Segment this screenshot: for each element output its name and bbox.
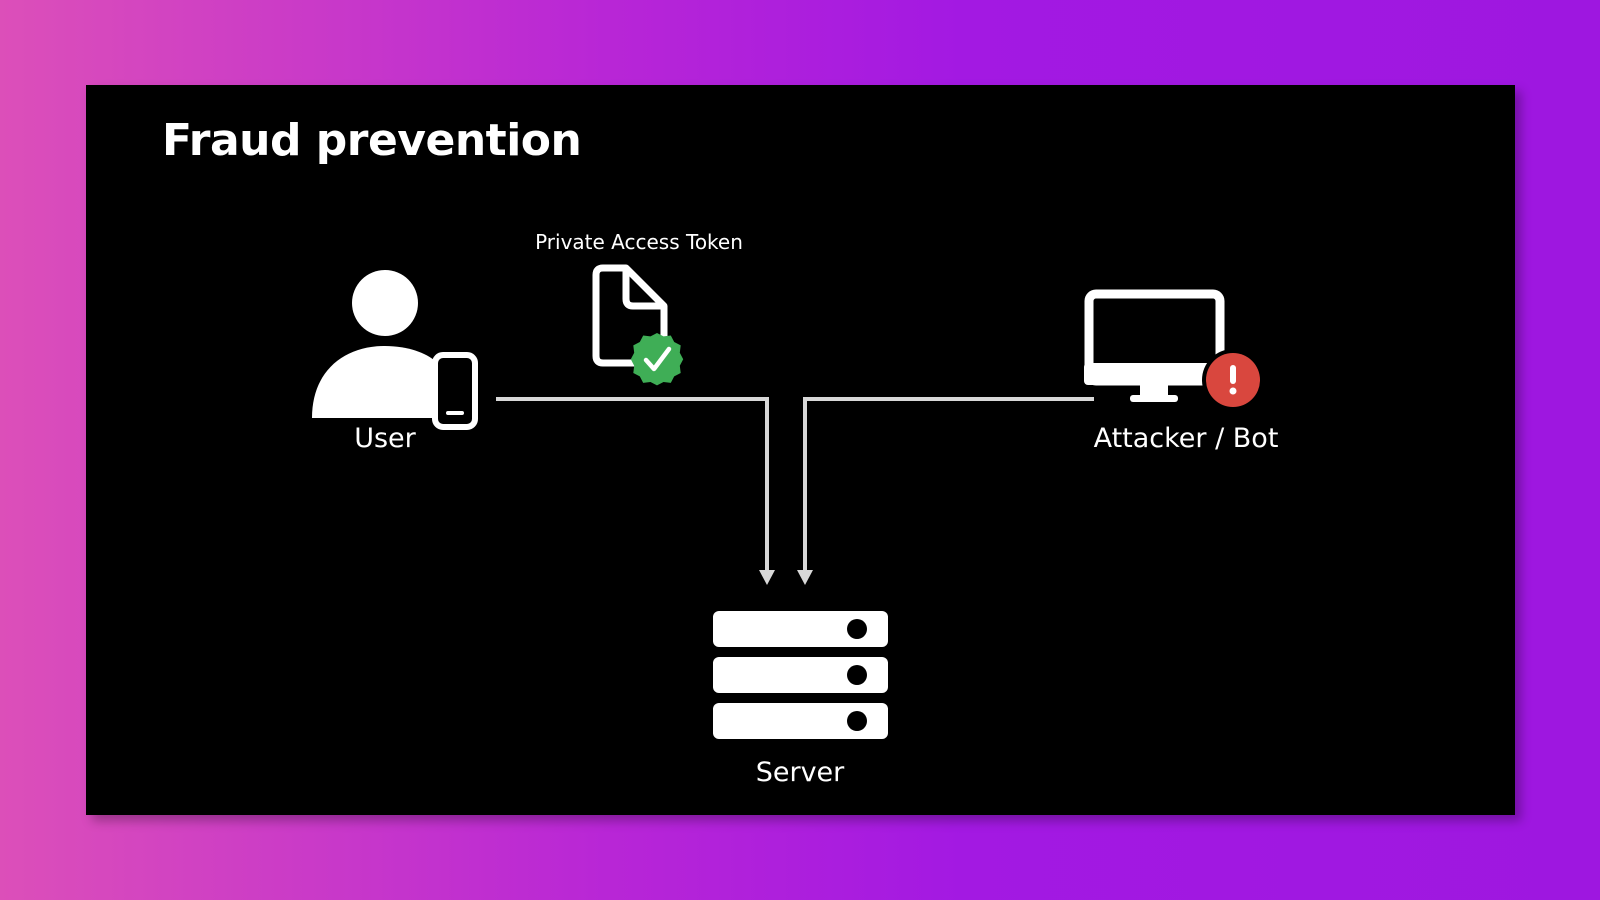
server-icon (713, 611, 888, 739)
verified-badge-icon (630, 333, 684, 386)
warning-badge-icon (1202, 349, 1264, 411)
user-to-server-connector (496, 397, 775, 585)
desktop-computer-icon (1084, 289, 1225, 402)
slide: Fraud prevention (86, 85, 1515, 815)
attacker-to-server-connector (797, 397, 1094, 585)
person-icon (312, 270, 435, 418)
user-label: User (354, 423, 416, 454)
slide-title: Fraud prevention (162, 115, 582, 166)
private-access-token-label: Private Access Token (535, 230, 743, 254)
attacker-bot-label: Attacker / Bot (1093, 423, 1279, 454)
phone-icon (432, 352, 478, 430)
server-label: Server (755, 757, 845, 788)
flow-diagram (312, 264, 1264, 739)
